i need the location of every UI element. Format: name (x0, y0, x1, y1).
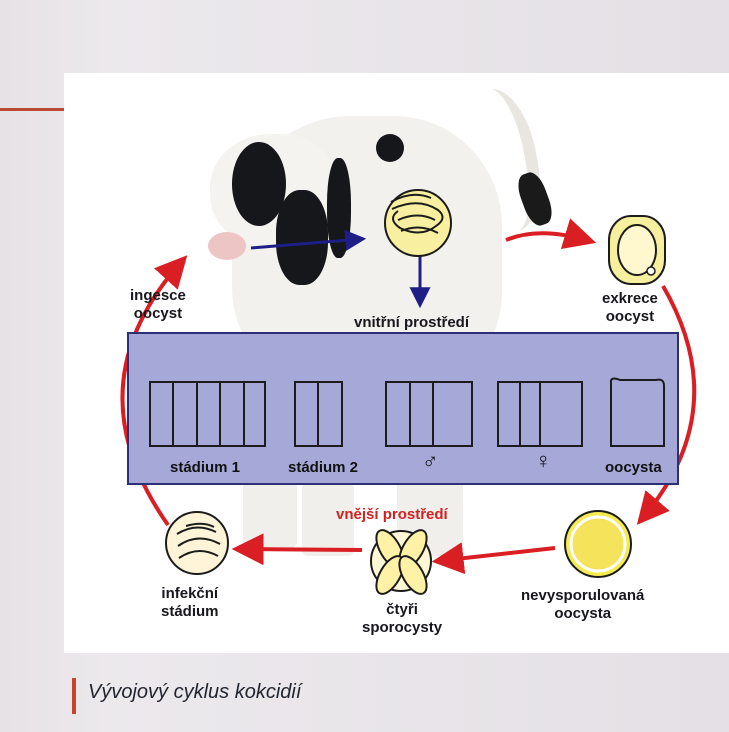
male-symbol: ♂ (422, 452, 439, 470)
external-environment-label: vnější prostředí (336, 506, 448, 524)
stage1-label: stádium 1 (170, 459, 240, 477)
four-sporocysts-label: čtyři sporocysty (362, 601, 442, 637)
unsporulated-oocyst-line-1: nevysporulovaná (521, 587, 644, 605)
four-sporocysts-line-2: sporocysty (362, 619, 442, 637)
infectious-stage-label: infekční stádium (161, 585, 219, 621)
oocyst-label: oocysta (605, 459, 662, 477)
ingestion-label: ingesce oocyst (130, 287, 186, 323)
unsporulated-oocyst-line-2: oocysta (521, 605, 644, 623)
infectious-stage-line-1: infekční (161, 585, 219, 603)
internal-environment-label: vnitřní prostředí (354, 314, 469, 332)
excretion-label: exkrece oocyst (602, 290, 658, 326)
female-symbol: ♀ (535, 452, 552, 470)
infectious-stage-line-2: stádium (161, 603, 219, 621)
stage2-label: stádium 2 (288, 459, 358, 477)
figure-caption: Vývojový cyklus kokcidií (88, 681, 301, 704)
ingestion-label-line-2: oocyst (130, 305, 186, 323)
excretion-label-line-1: exkrece (602, 290, 658, 308)
ingestion-label-line-1: ingesce (130, 287, 186, 305)
four-sporocysts-line-1: čtyři (362, 601, 442, 619)
caption-accent-bar (72, 678, 76, 714)
unsporulated-oocyst-label: nevysporulovaná oocysta (521, 587, 644, 623)
excretion-label-line-2: oocyst (602, 308, 658, 326)
